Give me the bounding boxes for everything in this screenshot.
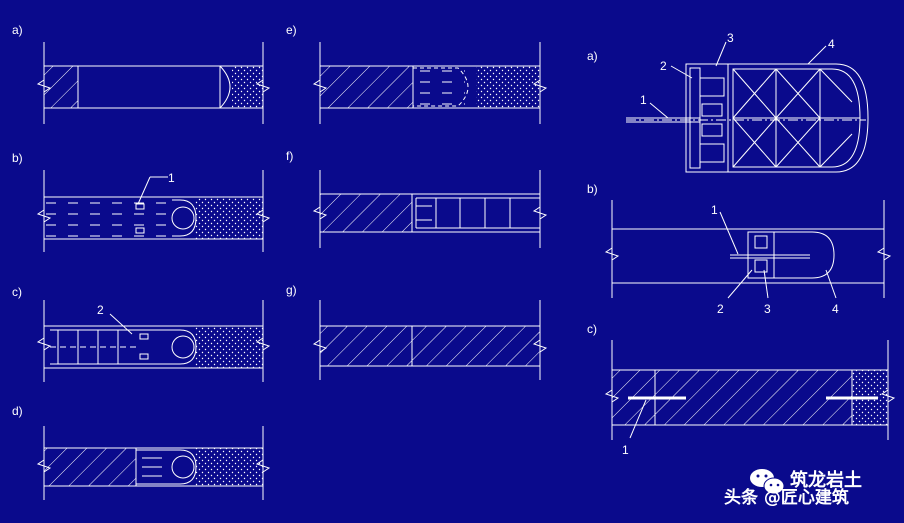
watermark-line2: 头条 @匠心建筑 (724, 487, 849, 508)
callout-ra-3: 3 (727, 31, 734, 45)
callout-rb-1: 1 (711, 203, 718, 217)
callout-b-1: 1 (168, 171, 175, 185)
panel-b: b) 1 (12, 151, 271, 252)
callout-ra-4: 4 (828, 37, 835, 51)
panel-d: d) (12, 404, 271, 500)
panel-e-label: e) (286, 23, 297, 37)
panel-c: c) 2 (12, 285, 271, 382)
callout-rb-4: 4 (832, 302, 839, 316)
panel-b-label: b) (12, 151, 23, 165)
panel-d-label: d) (12, 404, 23, 418)
panel-right-a: a) 1 2 (587, 31, 869, 173)
callout-ra-2: 2 (660, 59, 667, 73)
panel-g: g) (286, 283, 548, 380)
panel-f-label: f) (286, 149, 293, 163)
watermark: 筑龙岩土 头条 @匠心建筑 (724, 469, 862, 508)
panel-right-b: b) 1 2 3 4 (587, 182, 892, 316)
callout-rc-1: 1 (622, 443, 629, 457)
callout-rb-3: 3 (764, 302, 771, 316)
callout-rb-2: 2 (717, 302, 724, 316)
panel-a-label: a) (12, 23, 23, 37)
callout-ra-1: 1 (640, 93, 647, 107)
callout-c-2: 2 (97, 303, 104, 317)
watermark-line1: 筑龙岩土 (790, 469, 862, 491)
panel-rb-label: b) (587, 182, 598, 196)
panel-rc-label: c) (587, 322, 597, 336)
panel-ra-label: a) (587, 49, 598, 63)
panel-a: a) (12, 23, 271, 124)
panel-right-c: c) 1 (587, 322, 896, 457)
panel-f: f) (286, 149, 548, 248)
panel-e: e) (286, 23, 548, 124)
panel-c-label: c) (12, 285, 22, 299)
wechat-icon (750, 469, 785, 495)
panel-g-label: g) (286, 283, 297, 297)
